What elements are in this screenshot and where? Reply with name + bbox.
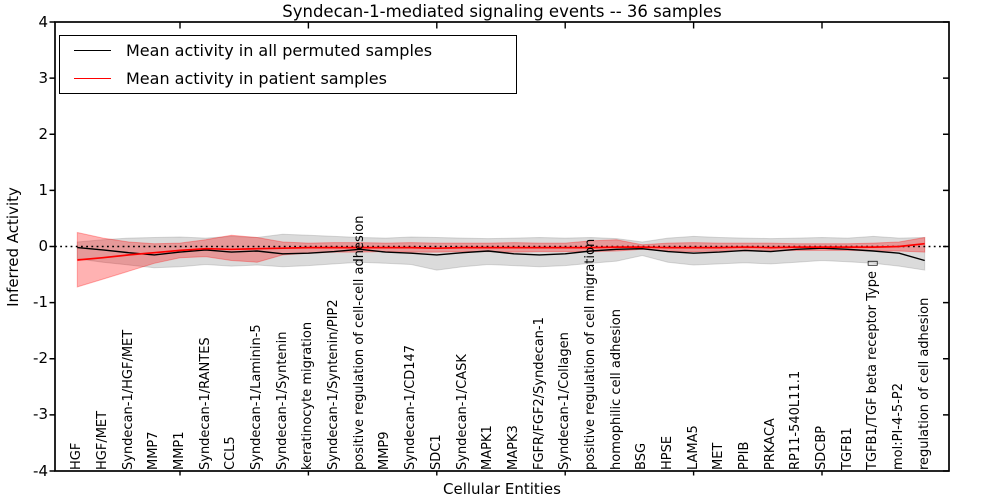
legend-line-sample-black (74, 50, 111, 52)
x-tick-label: BSG (634, 442, 650, 470)
y-tick-label: -1 (33, 293, 48, 312)
x-tick-label: HGF/MET (94, 410, 110, 470)
x-tick-label: Syndecan-1/Collagen (557, 332, 573, 470)
mean-line-series-0 (77, 246, 925, 262)
x-tick-label: positive regulation of cell migration (582, 238, 598, 470)
x-tick-label: Syndecan-1/Syntenin/PIP2 (326, 299, 342, 470)
legend-item-permuted: Mean activity in all permuted samples (74, 38, 516, 64)
x-tick-label: SDCBP (814, 425, 830, 470)
x-tick-label: Syndecan-1/HGF/MET (120, 329, 136, 470)
x-tick-label: MMP1 (172, 431, 188, 470)
y-tick-label: -2 (33, 349, 48, 368)
x-tick-label: MAPK3 (505, 425, 521, 470)
y-tick-label: 1 (38, 180, 48, 199)
x-tick-label: MMP9 (377, 431, 393, 470)
x-tick-label: LAMA5 (685, 425, 701, 470)
x-tick-label: regulation of cell adhesion (916, 297, 932, 470)
x-axis-label: Cellular Entities (443, 480, 561, 498)
y-tick-label: -3 (33, 405, 48, 424)
x-tick-label: HGF (69, 442, 85, 470)
y-tick-label: 2 (38, 124, 48, 143)
x-tick-label: TGFB1 (839, 427, 855, 470)
y-tick-label: 4 (38, 12, 48, 31)
x-tick-label: MAPK1 (480, 425, 496, 470)
y-tick-label: 0 (38, 237, 48, 255)
mean-line-series-1 (77, 242, 925, 261)
x-tick-label: homophilic cell adhesion (608, 309, 624, 470)
x-tick-label: PRKACA (762, 418, 778, 470)
legend-label-permuted: Mean activity in all permuted samples (126, 41, 433, 61)
legend: Mean activity in all permuted samples Me… (59, 35, 517, 94)
x-tick-label: RP11-540L11.1 (788, 370, 804, 470)
x-tick-label: HPSE (659, 435, 675, 470)
x-tick-label: TGFB1/TGF beta receptor Type ▯ (865, 259, 881, 470)
x-tick-label: Syndecan-1/CD147 (403, 344, 419, 470)
x-tick-label: CCL5 (223, 436, 239, 470)
y-tick-label: -4 (33, 461, 48, 480)
x-tick-label: mol:PI-4-5-P2 (891, 382, 907, 470)
x-tick-label: keratinocyte migration (300, 321, 316, 470)
legend-item-patient: Mean activity in patient samples (74, 65, 516, 91)
chart-title: Syndecan-1-mediated signaling events -- … (282, 2, 722, 21)
x-tick-label: Syndecan-1/Syntenin (274, 331, 290, 471)
x-tick-label: Syndecan-1/Laminin-5 (249, 324, 265, 470)
x-tick-label: MMP7 (146, 431, 162, 470)
x-tick-label: PPIB (736, 441, 752, 470)
legend-line-sample-red (74, 77, 111, 79)
x-tick-label: FGFR/FGF2/Syndecan-1 (531, 317, 547, 470)
x-tick-label: MET (711, 442, 727, 470)
tick-marks (49, 21, 949, 476)
x-tick-label: Syndecan-1/CASK (454, 354, 470, 470)
y-tick-label: 3 (38, 68, 48, 87)
x-tick-label: Syndecan-1/RANTES (197, 337, 213, 470)
legend-label-patient: Mean activity in patient samples (126, 68, 387, 88)
x-tick-label: positive regulation of cell-cell adhesio… (351, 215, 367, 470)
x-tick-label: SDC1 (428, 434, 444, 470)
